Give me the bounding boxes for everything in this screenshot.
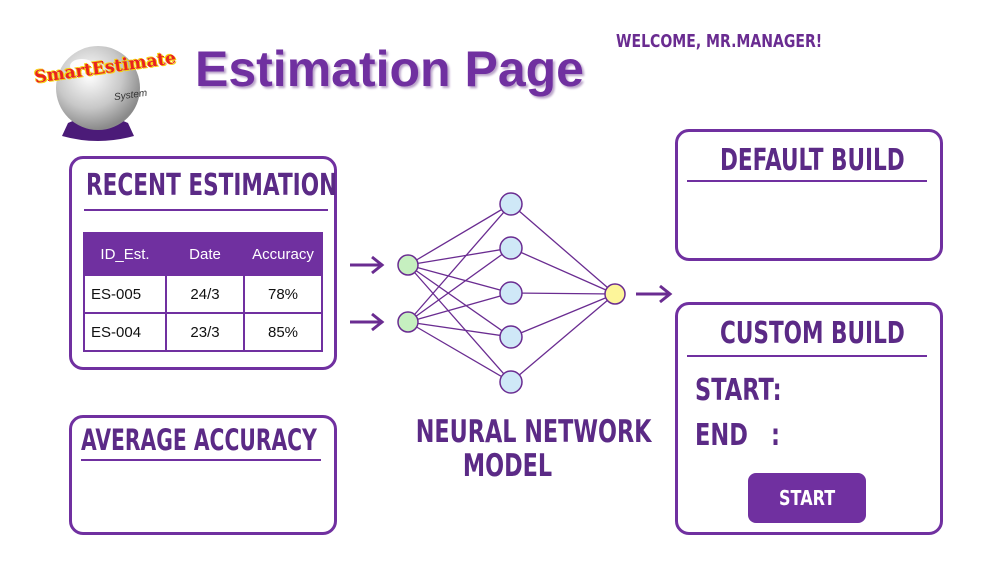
logo: SmartEstimate System [30, 28, 177, 143]
custom-build-title: CUSTOM BUILD [720, 316, 905, 351]
hidden-node [499, 325, 523, 349]
input-node [397, 254, 419, 276]
average-accuracy-title: AVERAGE ACCURACY [81, 423, 317, 457]
table-cell: 24/3 [165, 274, 245, 314]
start-button-label: START [778, 486, 836, 510]
welcome-text: WELCOME, MR.MANAGER! [616, 31, 823, 52]
custom-build-divider [687, 355, 927, 357]
model-label-line2: MODEL [462, 448, 553, 484]
page-title: Estimation Page [195, 41, 584, 97]
column-header: Date [165, 232, 245, 276]
neural-network-diagram [350, 192, 673, 394]
default-build-panel[interactable] [675, 129, 943, 261]
default-build-divider [687, 180, 927, 182]
average-accuracy-divider [81, 459, 321, 461]
table-cell: 85% [243, 312, 323, 352]
table-cell: ES-004 [83, 312, 167, 352]
column-header: Accuracy [243, 232, 323, 276]
model-label: NEURAL NETWORK MODEL [380, 414, 652, 484]
recent-estimation-title: RECENT ESTIMATION [86, 168, 338, 203]
crystal-ball-icon [56, 46, 140, 141]
start-label: START: [695, 373, 782, 408]
table-cell: ES-005 [83, 274, 167, 314]
column-header: ID_Est. [83, 232, 167, 276]
input-node [397, 311, 419, 333]
hidden-node [499, 192, 523, 216]
table-cell: 78% [243, 274, 323, 314]
end-label: END [695, 418, 748, 453]
table-cell: 23/3 [165, 312, 245, 352]
table-row[interactable]: ES-005 24/3 78% [83, 274, 323, 314]
recent-estimation-divider [84, 209, 328, 211]
hidden-node [499, 281, 523, 305]
table-row[interactable]: ES-004 23/3 85% [83, 312, 323, 352]
output-node [604, 283, 626, 305]
hidden-node [499, 236, 523, 260]
estimation-table: ID_Est. Date Accuracy ES-005 24/3 78% ES… [83, 232, 323, 352]
default-build-title: DEFAULT BUILD [720, 143, 905, 178]
average-accuracy-panel [69, 415, 337, 535]
start-button[interactable]: START [748, 473, 866, 523]
model-label-line1: NEURAL NETWORK [415, 414, 652, 450]
hidden-node [499, 370, 523, 394]
end-colon: : [771, 418, 780, 453]
